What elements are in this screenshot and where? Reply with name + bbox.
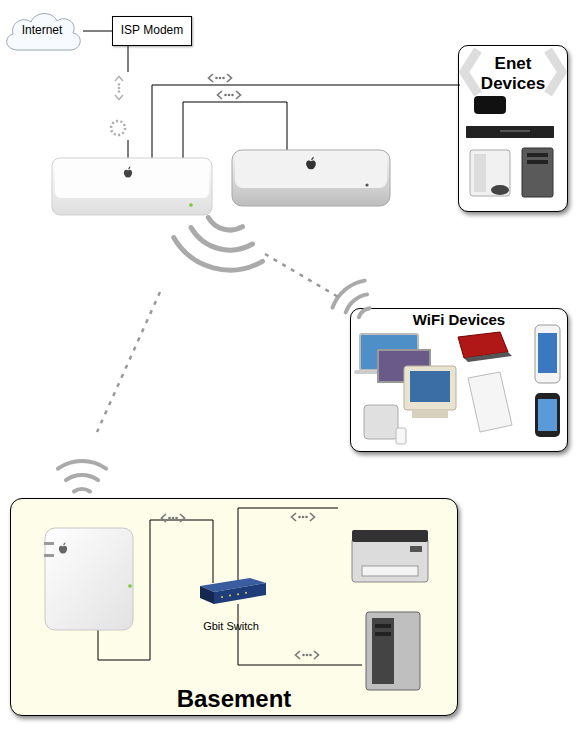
wireless-link bbox=[97, 254, 340, 432]
node-label: Enet Devices bbox=[471, 54, 555, 93]
airport-extreme-part bbox=[52, 158, 212, 215]
mac-mini bbox=[232, 150, 390, 206]
modem-wire bbox=[111, 46, 128, 160]
modem-box: ISP Modem bbox=[112, 16, 192, 46]
airport-extreme-part bbox=[189, 203, 193, 207]
airport-extreme-part bbox=[55, 160, 209, 198]
mac-mini-part bbox=[306, 157, 316, 170]
modem-wire-part bbox=[111, 121, 125, 135]
device-group: Enet Devices bbox=[458, 45, 568, 212]
wifi-signal-part bbox=[174, 238, 263, 271]
wifi-signal-part bbox=[208, 218, 242, 231]
ethernet-wire-part bbox=[209, 74, 232, 82]
node-label: Internet bbox=[22, 24, 63, 38]
node-label: ISP Modem bbox=[121, 24, 183, 38]
wifi-signal-part bbox=[333, 281, 365, 308]
node-label: Basement bbox=[177, 685, 292, 713]
wifi-signal-part bbox=[66, 475, 98, 480]
wifi-signal bbox=[58, 461, 106, 492]
modem-wire-part bbox=[128, 140, 129, 160]
switch-label-node: Gbit Switch bbox=[191, 581, 271, 633]
mac-mini-part bbox=[365, 183, 368, 186]
wifi-signal-part bbox=[58, 461, 106, 469]
wifi-signal-part bbox=[74, 489, 90, 492]
mac-mini-part bbox=[235, 152, 387, 188]
node-label: WiFi Devices bbox=[413, 311, 505, 328]
connector-line bbox=[83, 31, 112, 32]
mac-mini-part bbox=[232, 150, 390, 206]
wireless-link-part bbox=[97, 292, 160, 432]
wifi-signal-part bbox=[191, 228, 253, 251]
airport-extreme bbox=[52, 158, 212, 215]
ethernet-wire-part bbox=[183, 102, 287, 160]
ethernet-wire bbox=[152, 74, 460, 160]
cloud-node: Internet bbox=[0, 8, 84, 54]
ethernet-wire-part bbox=[152, 85, 460, 160]
modem-wire-part bbox=[115, 77, 123, 100]
airport-extreme-part bbox=[124, 167, 132, 178]
wifi-signal bbox=[174, 218, 263, 271]
modem-wire-part-part bbox=[115, 77, 123, 100]
wireless-link-part bbox=[265, 254, 340, 298]
node-label: Gbit Switch bbox=[203, 620, 259, 633]
room-group: Basement Gbit Switch bbox=[10, 498, 458, 716]
cloud-outline bbox=[7, 14, 81, 50]
modem-wire-part bbox=[128, 46, 129, 72]
ethernet-wire-part bbox=[218, 91, 241, 99]
device-group: WiFi Devices bbox=[350, 308, 568, 452]
